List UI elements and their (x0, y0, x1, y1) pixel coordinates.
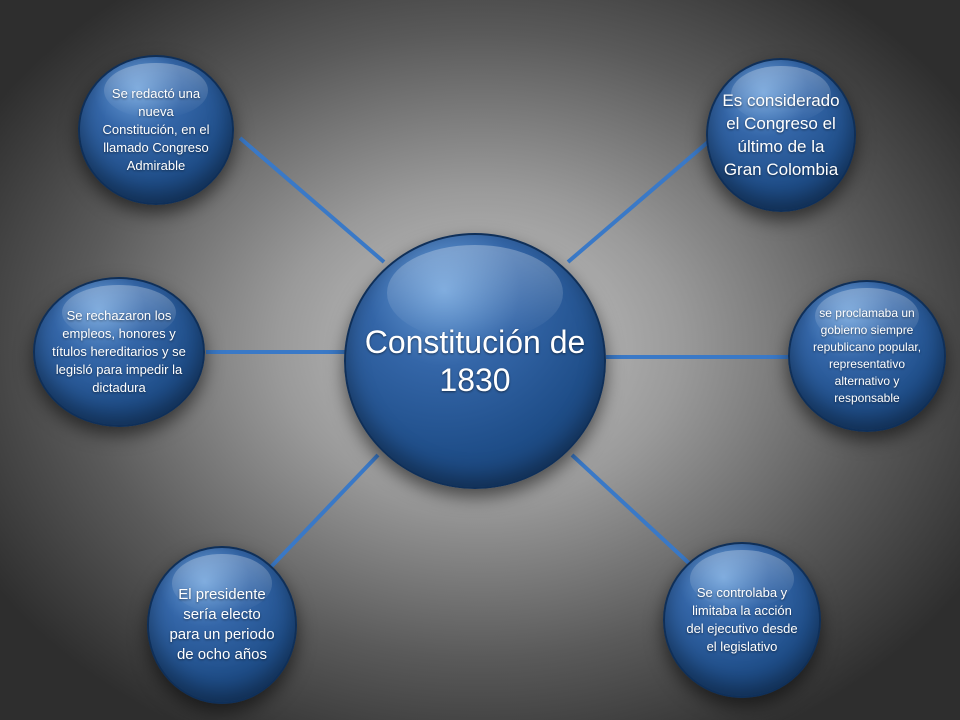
node-top-right-label: Es considerado el Congreso el último de … (722, 91, 840, 179)
central-node: Constitución de 1830 (344, 233, 606, 489)
node-top-right: Es considerado el Congreso el último de … (706, 58, 856, 212)
node-mid-left-label: Se rechazaron los empleos, honores y tít… (52, 308, 186, 395)
central-node-label: Constitución de 1830 (364, 324, 586, 398)
node-mid-left: Se rechazaron los empleos, honores y tít… (33, 277, 205, 427)
node-bottom-right-label: Se controlaba y limitaba la acción del e… (686, 585, 798, 654)
node-top-left-label: Se redactó una nueva Constitución, en el… (102, 86, 210, 173)
connector-bottom-right (570, 453, 694, 568)
node-bottom-right: Se controlaba y limitaba la acción del e… (663, 542, 821, 698)
node-bottom-left-label: El presidente sería electo para un perio… (169, 586, 275, 663)
node-bottom-left: El presidente sería electo para un perio… (147, 546, 297, 704)
node-mid-right-label: se proclamaba un gobierno siempre republ… (812, 306, 922, 405)
connector-bottom-left (268, 453, 380, 570)
connector-top-left (238, 136, 386, 264)
node-top-left: Se redactó una nueva Constitución, en el… (78, 55, 234, 205)
connector-top-right (566, 140, 710, 264)
node-mid-right: se proclamaba un gobierno siempre republ… (788, 280, 946, 432)
